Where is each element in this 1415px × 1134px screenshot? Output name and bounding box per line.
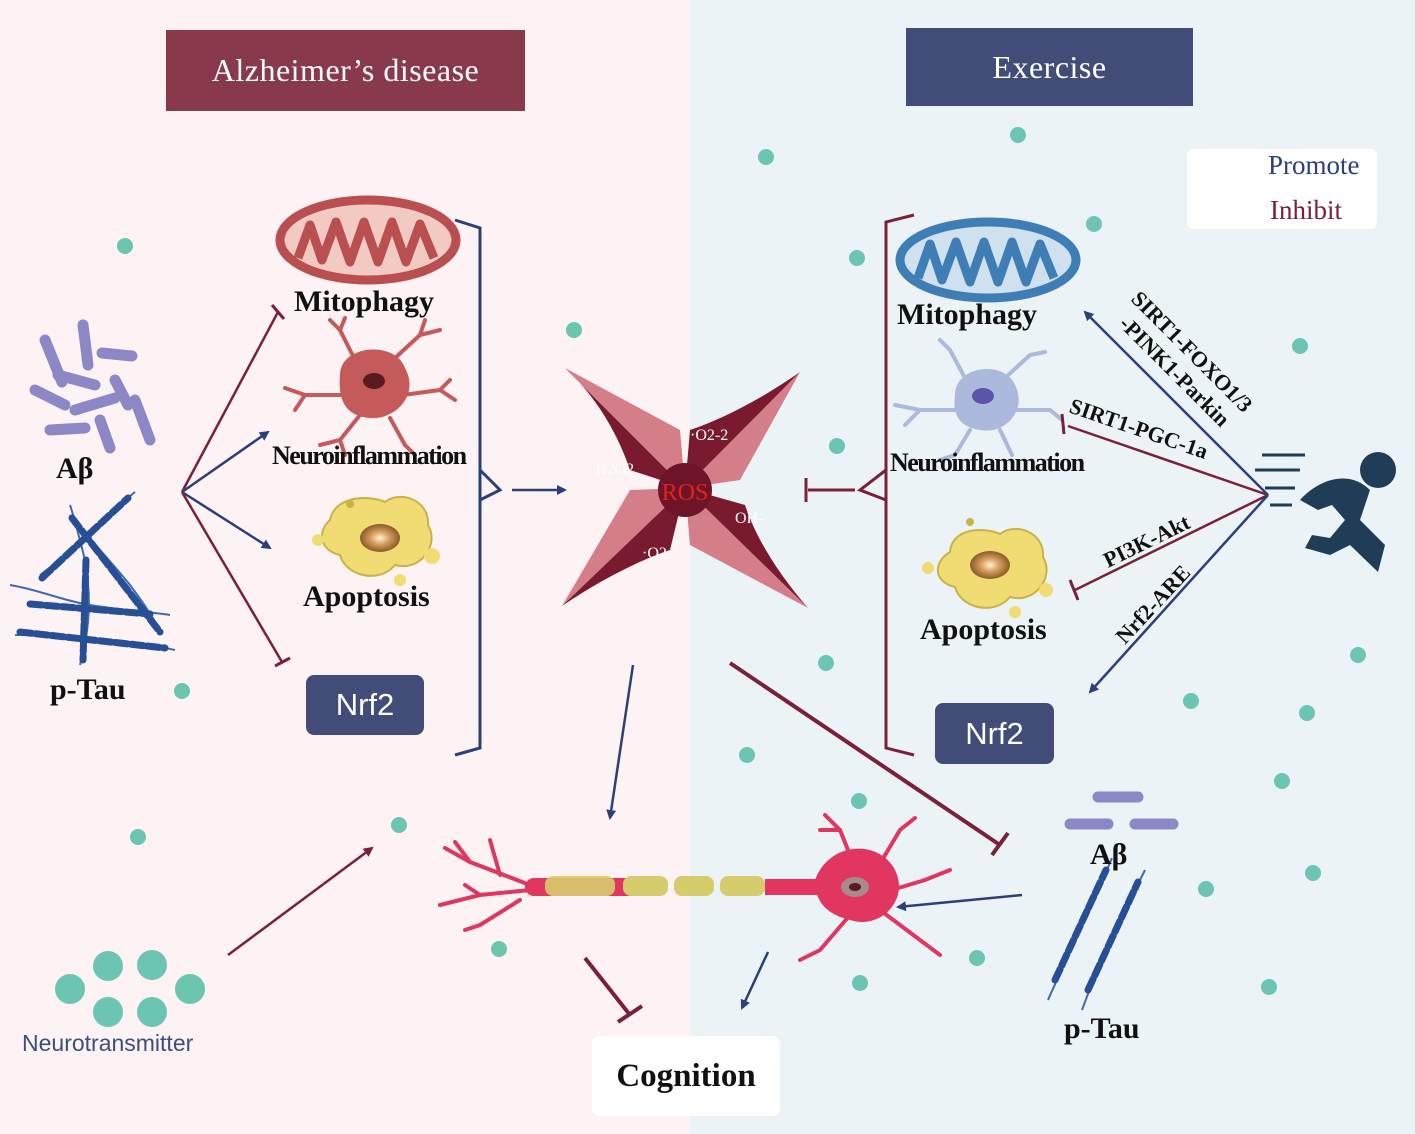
alzheimers-header: Alzheimer’s disease bbox=[166, 30, 525, 111]
neurotransmitter-cluster-icon bbox=[55, 950, 205, 1027]
molecule-dot bbox=[1299, 705, 1315, 721]
ros-inhibit-abeta-arrow bbox=[728, 661, 1002, 847]
neuron-icon bbox=[438, 813, 952, 962]
abeta-aggregate-icon bbox=[29, 319, 156, 454]
mitophagy-label-ad: Mitophagy bbox=[294, 285, 435, 318]
mitophagy-label-exercise: Mitophagy bbox=[897, 298, 1038, 331]
right-bracket bbox=[884, 213, 915, 757]
molecule-dot bbox=[1086, 216, 1102, 232]
abeta-to-neuron-arrow bbox=[896, 893, 1023, 912]
molecule-dot bbox=[1010, 127, 1026, 143]
pathway-labels: SIRT1-FOXO1/3 -PINK1-Parkin SIRT1-PGC-1a… bbox=[1066, 286, 1257, 649]
molecule-dot bbox=[391, 817, 407, 833]
molecule-dot bbox=[1350, 647, 1366, 663]
molecule-dot bbox=[491, 941, 507, 957]
molecule-dot bbox=[1261, 979, 1277, 995]
pathway-nrf2-are: Nrf2-ARE bbox=[1110, 560, 1195, 649]
molecule-dot bbox=[130, 829, 146, 845]
ros-species-superoxide: ·O2- bbox=[642, 545, 672, 562]
legend-promote-label: Promote bbox=[1268, 150, 1360, 180]
molecule-dot bbox=[1305, 865, 1321, 881]
molecule-dot bbox=[1292, 338, 1308, 354]
molecule-dot bbox=[829, 438, 845, 454]
molecule-dots bbox=[117, 127, 1366, 995]
apoptosis-label-exercise: Apoptosis bbox=[920, 613, 1047, 646]
mitochondrion-icon-exercise bbox=[895, 217, 1081, 303]
ros-pinwheel-icon bbox=[562, 368, 808, 608]
apoptotic-cell-icon-exercise bbox=[922, 518, 1053, 618]
molecule-dot bbox=[1183, 693, 1199, 709]
legend bbox=[1187, 149, 1377, 229]
molecule-dot bbox=[849, 250, 865, 266]
exercise-header: Exercise bbox=[906, 28, 1193, 106]
abeta-label-ad: Aβ bbox=[56, 452, 94, 485]
ptau-label-exercise: p-Tau bbox=[1064, 1012, 1140, 1045]
ptau-label-ad: p-Tau bbox=[50, 673, 126, 706]
neurotransmitter-arrow bbox=[227, 846, 374, 957]
ptau-network-icon bbox=[9, 491, 176, 666]
molecule-dot bbox=[818, 655, 834, 671]
molecule-dot bbox=[566, 322, 582, 338]
pathway-sirt1-pgc1a: SIRT1-PGC-1a bbox=[1066, 393, 1211, 464]
molecule-dot bbox=[852, 975, 868, 991]
nrf2-box-exercise: Nrf2 bbox=[935, 703, 1054, 764]
abeta-label-exercise: Aβ bbox=[1090, 838, 1128, 871]
exercise-pathway-arrows bbox=[1060, 310, 1269, 694]
ros-to-neuron-arrow bbox=[606, 664, 635, 820]
cognition-box: Cognition bbox=[592, 1036, 780, 1116]
molecule-dot bbox=[1274, 773, 1290, 789]
left-bracket-tip bbox=[478, 468, 503, 502]
ad-pathway-arrows bbox=[180, 304, 291, 668]
molecule-dot bbox=[174, 683, 190, 699]
inflamed-microglia-icon-ad bbox=[283, 316, 457, 457]
left-bracket bbox=[454, 218, 482, 757]
ros-species-h2o2: H2O2 bbox=[595, 461, 634, 478]
molecule-dot bbox=[117, 238, 133, 254]
legend-inhibit-label: Inhibit bbox=[1270, 195, 1342, 225]
apoptosis-label-ad: Apoptosis bbox=[303, 580, 430, 613]
mitochondrion-icon-ad bbox=[275, 195, 461, 285]
molecule-dot bbox=[739, 747, 755, 763]
exercising-person-icon bbox=[1255, 452, 1396, 572]
neuron-to-cognition-arrow bbox=[740, 951, 770, 1010]
ros-species-hydroxide: OH- bbox=[735, 510, 763, 527]
ros-species-superoxide-2: ·O2-2 bbox=[690, 427, 728, 444]
right-bracket-tip bbox=[856, 468, 887, 502]
molecule-dot bbox=[758, 149, 774, 165]
ros-label: ROS bbox=[662, 480, 709, 506]
apoptotic-cell-icon-ad bbox=[312, 496, 440, 586]
molecule-dot bbox=[969, 950, 985, 966]
neuroinflammation-label-ad: Neuroinflammation bbox=[272, 441, 467, 470]
molecule-dot bbox=[851, 793, 867, 809]
inhibit-mitophagy-arrow bbox=[180, 311, 280, 493]
nrf2-box-ad: Nrf2 bbox=[306, 675, 424, 735]
abeta-fragments-icon bbox=[1064, 791, 1179, 830]
neuron-inhibit-cognition-arrow bbox=[583, 956, 632, 1017]
resting-microglia-icon-exercise bbox=[893, 338, 1064, 462]
neurotransmitter-label: Neurotransmitter bbox=[22, 1030, 194, 1056]
molecule-dot bbox=[1198, 881, 1214, 897]
ptau-filaments-icon bbox=[1047, 857, 1146, 1011]
neuroinflammation-label-exercise: Neuroinflammation bbox=[890, 448, 1085, 477]
